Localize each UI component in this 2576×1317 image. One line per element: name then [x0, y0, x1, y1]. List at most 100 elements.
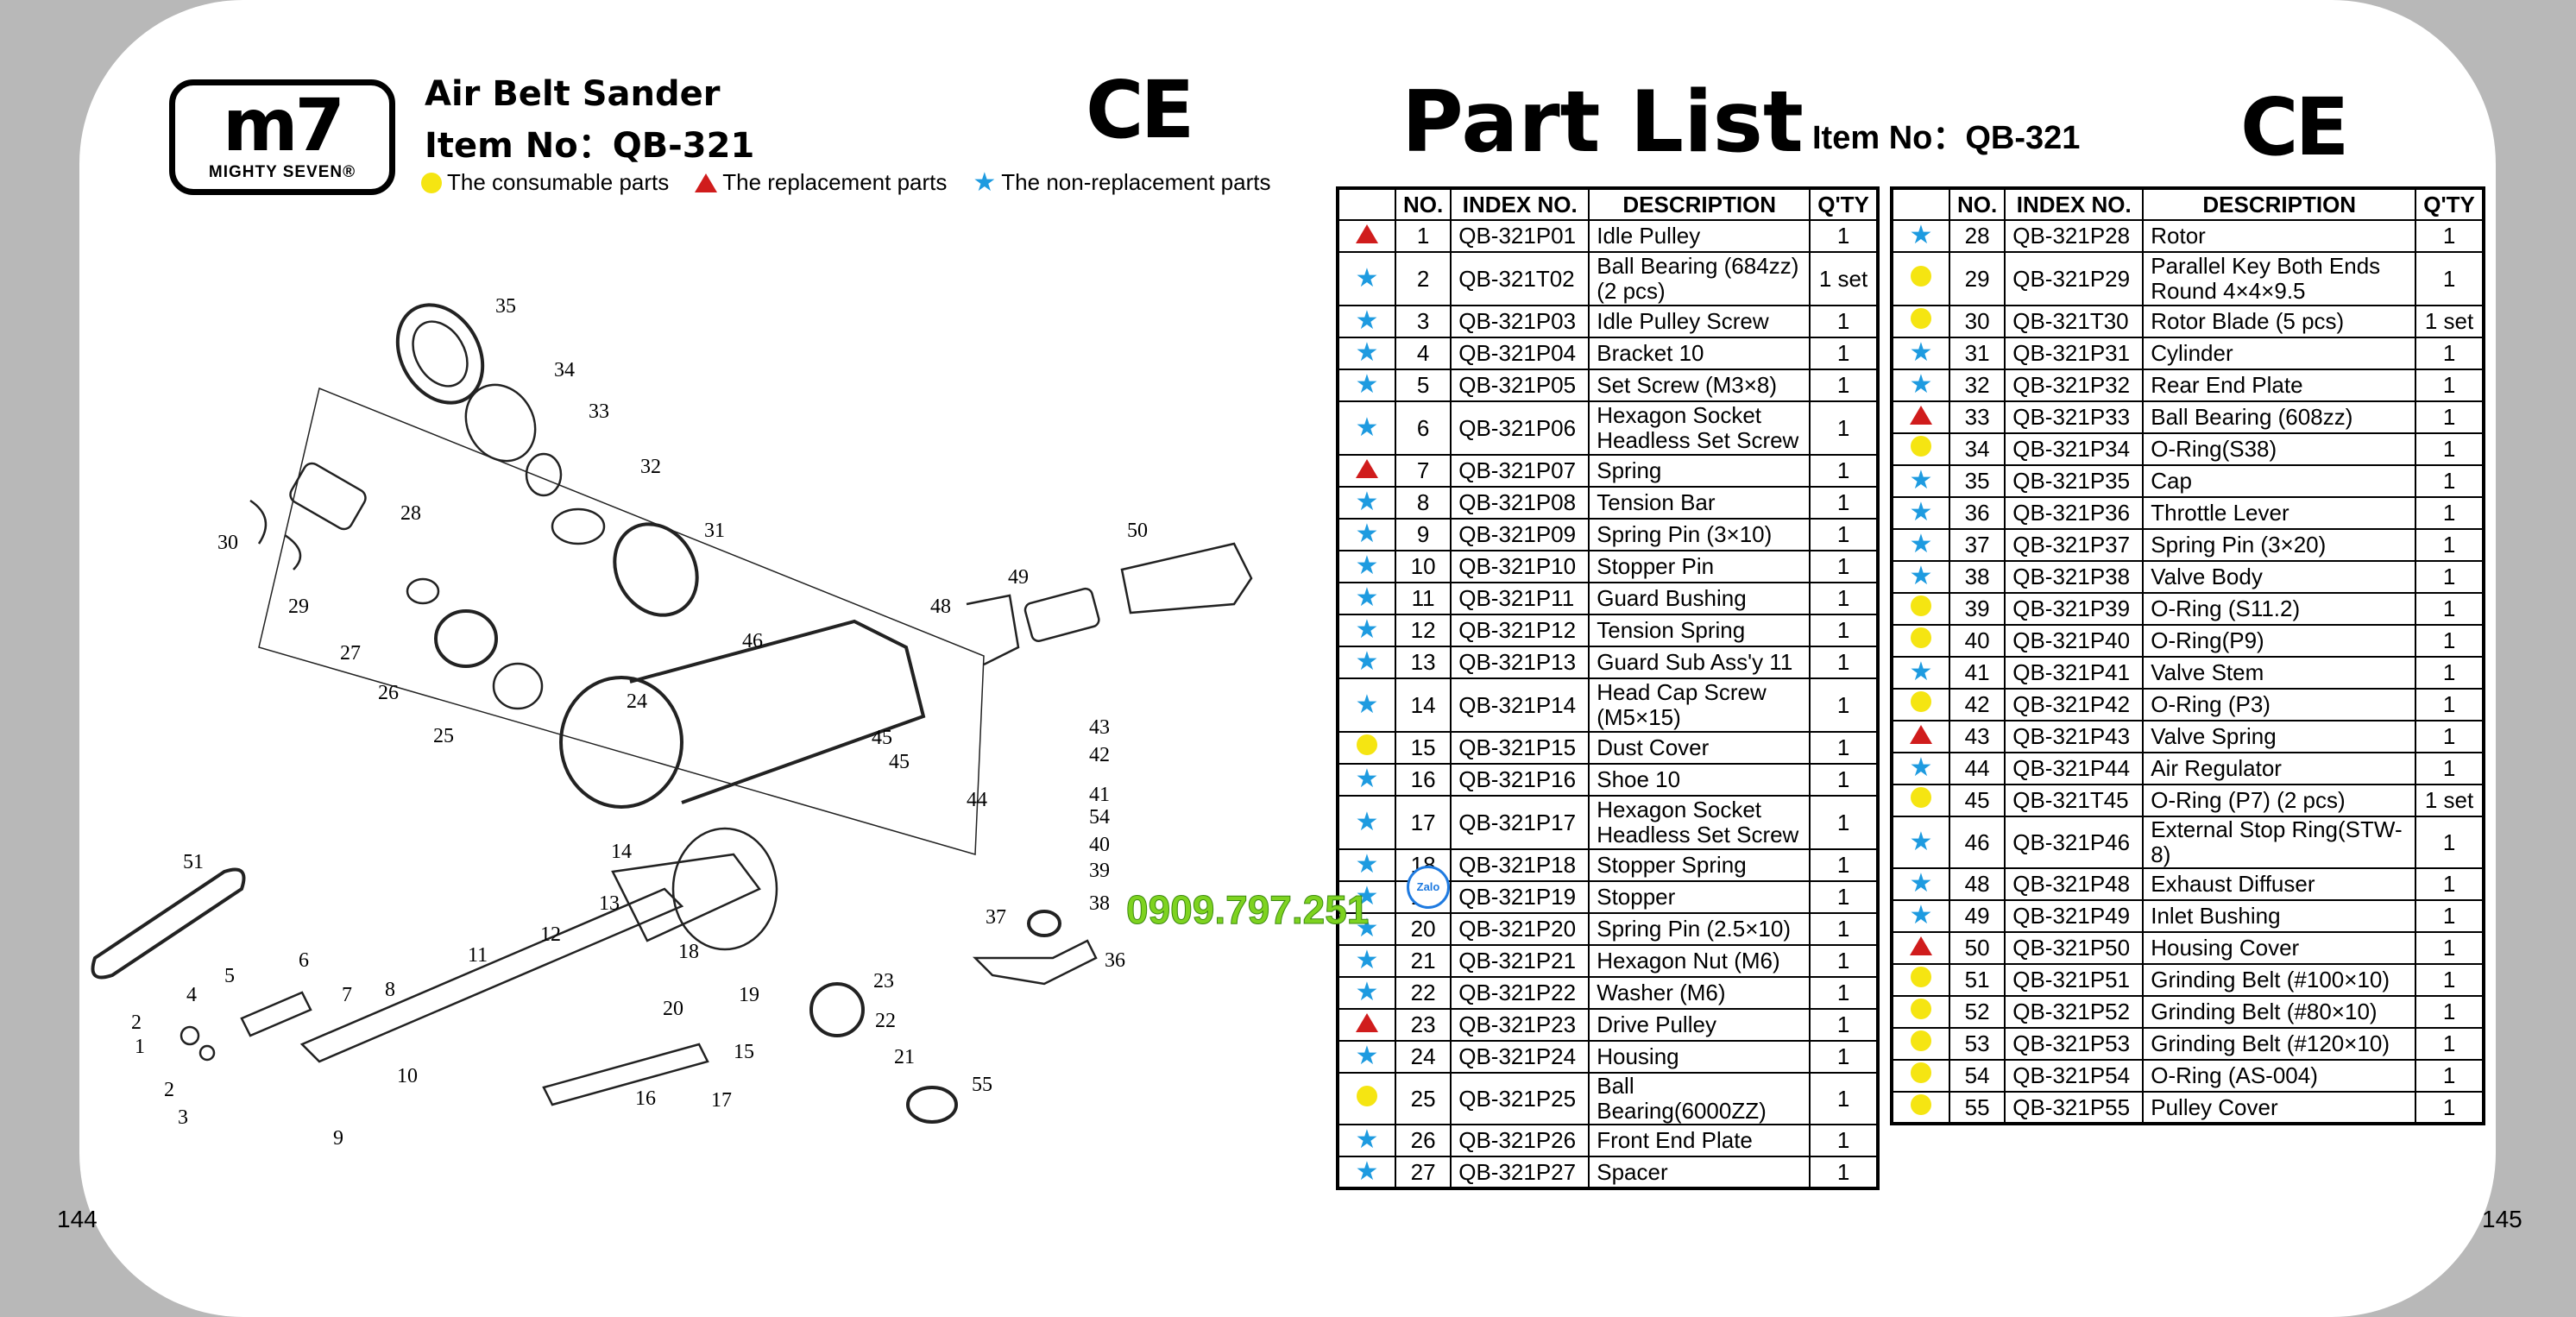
diagram-label: 36 — [1105, 949, 1125, 972]
logo-mark: m7 — [223, 83, 345, 167]
blue-star-icon: ★ — [1355, 338, 1379, 367]
diagram-label: 33 — [589, 400, 609, 423]
index-number-cell: QB-321P40 — [2004, 624, 2145, 658]
part-type-cell — [1337, 454, 1396, 488]
part-number-cell: 12 — [1394, 614, 1452, 647]
description-cell: Rotor — [2142, 219, 2417, 253]
part-number-cell: 9 — [1394, 518, 1452, 551]
diagram-label: 40 — [1089, 834, 1110, 856]
diagram-label: 23 — [873, 970, 894, 992]
part-number-cell: 15 — [1394, 731, 1452, 765]
quantity-cell: 1 — [2415, 251, 2485, 306]
red-triangle-icon — [1910, 406, 1932, 425]
index-number-cell: QB-321P50 — [2004, 931, 2145, 965]
quantity-cell: 1 — [2415, 995, 2485, 1029]
part-type-cell — [1891, 1059, 1950, 1093]
rotor-part — [289, 462, 367, 531]
blue-star-icon: ★ — [1355, 690, 1379, 719]
diagram-label: 38 — [1089, 892, 1110, 915]
diagram-label: 4 — [186, 984, 197, 1006]
part-number-cell: 29 — [1948, 251, 2006, 306]
quantity-cell: 1 — [1809, 400, 1879, 456]
diagram-label: 44 — [967, 789, 987, 811]
index-number-cell: QB-321P28 — [2004, 219, 2145, 253]
diagram-label: 29 — [288, 595, 309, 618]
part-type-cell: ★ — [1891, 656, 1950, 690]
diagram-label: 14 — [611, 841, 632, 863]
blue-star-icon: ★ — [1909, 753, 1933, 782]
diagram-label: 54 — [1089, 806, 1110, 829]
diagram-label: 34 — [554, 359, 575, 381]
diagram-label: 43 — [1089, 716, 1110, 739]
description-cell: O-Ring (P3) — [2142, 688, 2417, 722]
part-type-cell: ★ — [1337, 1124, 1396, 1157]
index-number-cell: QB-321P42 — [2004, 688, 2145, 722]
part-number-cell: 37 — [1948, 528, 2006, 562]
part-number-cell: 4 — [1394, 337, 1452, 370]
diagram-label: 21 — [894, 1046, 915, 1068]
quantity-cell: 1 — [2415, 963, 2485, 997]
header-index: INDEX NO. — [2004, 187, 2145, 221]
part-type-cell — [1891, 688, 1950, 722]
part-number-cell: 6 — [1394, 400, 1452, 456]
quantity-cell: 1 — [2415, 337, 2485, 370]
ce-mark-right: CE — [2240, 81, 2349, 173]
header-description: DESCRIPTION — [1588, 187, 1811, 221]
part-type-cell: ★ — [1337, 251, 1396, 306]
part-number-cell: 16 — [1394, 763, 1452, 797]
part-type-cell — [1891, 305, 1950, 338]
index-number-cell: QB-321P14 — [1450, 677, 1590, 733]
quantity-cell: 1 — [1809, 337, 1879, 370]
index-number-cell: QB-321P46 — [2004, 816, 2145, 869]
quantity-cell: 1 — [2415, 931, 2485, 965]
motor-group-outline — [258, 387, 985, 855]
red-triangle-icon — [695, 173, 718, 192]
red-triangle-icon — [1356, 459, 1378, 478]
index-number-cell: QB-321P34 — [2004, 432, 2145, 466]
part-number-cell: 52 — [1948, 995, 2006, 1029]
inlet-bushing-part — [1023, 587, 1100, 642]
blue-star-icon: ★ — [1355, 1042, 1379, 1070]
part-number-cell: 24 — [1394, 1040, 1452, 1074]
part-number-cell: 41 — [1948, 656, 2006, 690]
part-type-cell: ★ — [1337, 518, 1396, 551]
part-number-cell: 26 — [1394, 1124, 1452, 1157]
index-number-cell: QB-321P37 — [2004, 528, 2145, 562]
quantity-cell: 1 — [1809, 848, 1879, 882]
description-cell: Hexagon Socket Headless Set Screw — [1588, 795, 1811, 850]
yellow-dot-icon — [1911, 967, 1931, 987]
index-number-cell: QB-321P13 — [1450, 646, 1590, 679]
part-number-cell: 1 — [1394, 219, 1452, 253]
description-cell: External Stop Ring(STW-8) — [2142, 816, 2417, 869]
part-type-cell — [1891, 720, 1950, 753]
blue-star-icon: ★ — [1909, 658, 1933, 686]
description-cell: Stopper — [1588, 880, 1811, 914]
red-triangle-icon — [1356, 1013, 1378, 1032]
diagram-label: 28 — [400, 502, 421, 525]
quantity-cell: 1 — [2415, 688, 2485, 722]
blue-star-icon: ★ — [1355, 1125, 1379, 1154]
diagram-label: 32 — [640, 456, 661, 478]
diagram-label: 37 — [986, 906, 1006, 929]
diagram-label: 26 — [378, 682, 399, 704]
page-number-right: 145 — [2482, 1206, 2522, 1232]
quantity-cell: 1 — [1809, 582, 1879, 615]
blue-star-icon: ★ — [1909, 827, 1933, 856]
diagram-label: 24 — [627, 690, 647, 713]
part-type-cell: ★ — [1337, 795, 1396, 850]
part-type-cell: ★ — [1337, 550, 1396, 583]
index-number-cell: QB-321P48 — [2004, 867, 2145, 901]
part-number-cell: 25 — [1394, 1072, 1452, 1125]
zalo-badge[interactable]: Zalo — [1407, 866, 1450, 909]
part-type-cell: ★ — [1891, 899, 1950, 933]
index-number-cell: QB-321P18 — [1450, 848, 1590, 882]
index-number-cell: QB-321P17 — [1450, 795, 1590, 850]
quantity-cell: 1 — [1809, 1156, 1879, 1189]
